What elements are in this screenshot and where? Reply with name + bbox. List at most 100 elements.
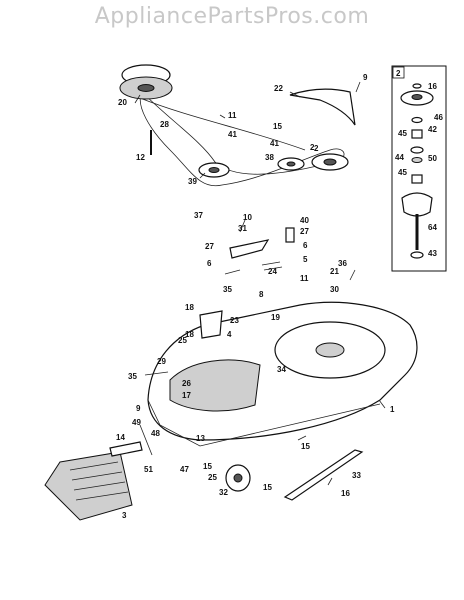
inset-label-box (392, 66, 405, 79)
callout-1: 1 (390, 405, 395, 414)
callout-36: 36 (338, 259, 347, 268)
callout-27: 27 (205, 242, 214, 251)
callout-43: 43 (428, 249, 437, 258)
inset-housing (401, 192, 433, 217)
clutch-hub (137, 84, 155, 92)
inset-bearing-bottom (411, 174, 423, 184)
drive-belt (140, 91, 345, 187)
callout-22: 22 (274, 84, 283, 93)
deck-chute-area (169, 359, 261, 412)
callout-47: 47 (180, 465, 189, 474)
callout-9: 9 (363, 73, 368, 82)
callout-24: 24 (268, 267, 277, 276)
callout-38: 38 (265, 153, 274, 162)
callout-6: 6 (207, 259, 212, 268)
inset-bearing-top (411, 129, 423, 139)
callout-21: 21 (330, 267, 339, 276)
callout-15-c: 15 (203, 462, 212, 471)
callout-41-b: 41 (270, 139, 279, 148)
callout-32: 32 (219, 488, 228, 497)
callout-14: 14 (116, 433, 125, 442)
callout-49: 49 (132, 418, 141, 427)
spacer-5 (285, 227, 295, 243)
callout-34: 34 (277, 365, 286, 374)
inset-label: 2 (396, 69, 401, 78)
callout-25: 25 (178, 336, 187, 345)
callout-16: 16 (428, 82, 437, 91)
callout-15-d: 15 (263, 483, 272, 492)
watermark-title: AppliancePartsPros.com (94, 4, 370, 29)
callout-18: 18 (185, 303, 194, 312)
inset-nut (412, 83, 422, 89)
deck-skirt (147, 399, 381, 447)
callout-4: 4 (227, 330, 232, 339)
callout-42: 42 (428, 125, 437, 134)
leader-lines (134, 81, 386, 486)
idler-hub-38 (286, 161, 296, 167)
callout-39: 39 (188, 177, 197, 186)
callout-40: 40 (300, 216, 309, 225)
callout-11: 11 (228, 111, 237, 120)
belt-strand (139, 97, 306, 151)
callout-18-b: 18 (185, 330, 194, 339)
callout-5: 5 (303, 255, 308, 264)
discharge-chute-3 (44, 451, 133, 521)
callout-17: 17 (182, 391, 191, 400)
callout-16-b: 16 (341, 489, 350, 498)
callout-30: 30 (330, 285, 339, 294)
chute-ribs (69, 461, 129, 501)
callout-23: 23 (230, 316, 239, 325)
callout-33: 33 (352, 471, 361, 480)
callout-2-b: 2 (310, 143, 315, 152)
inset-spacer-2 (411, 157, 423, 163)
callout-31: 31 (238, 224, 247, 233)
callout-35-b: 35 (128, 372, 137, 381)
callout-29: 29 (157, 357, 166, 366)
callout-9-b: 9 (136, 404, 141, 413)
mower-blade-33 (283, 449, 364, 501)
callout-28: 28 (160, 120, 169, 129)
callout-26: 26 (182, 379, 191, 388)
wheel-hub (233, 473, 243, 483)
callout-15-b: 15 (301, 442, 310, 451)
callout-48: 48 (151, 429, 160, 438)
callout-50: 50 (428, 154, 437, 163)
callout-11-b: 11 (300, 274, 309, 283)
callout-25-b: 25 (208, 473, 217, 482)
callout-12: 12 (136, 153, 145, 162)
deck-blade-well (274, 321, 386, 379)
callout-64: 64 (428, 223, 437, 232)
callout-35: 35 (223, 285, 232, 294)
callout-46: 46 (434, 113, 443, 122)
callout-27-b: 27 (300, 227, 309, 236)
rod-35 (144, 371, 169, 376)
rod-49 (139, 424, 153, 456)
inset-washer (411, 116, 423, 124)
spindle-hub (323, 158, 337, 166)
callout-44: 44 (395, 153, 404, 162)
idler-hub-39 (208, 167, 220, 173)
callout-20: 20 (118, 98, 127, 107)
callout-51: 51 (144, 465, 153, 474)
inset-spacer (410, 146, 424, 154)
spring-24 (261, 261, 283, 271)
callout-6-b: 6 (303, 241, 308, 250)
callout-15: 15 (273, 122, 282, 131)
bracket-23 (199, 310, 223, 339)
callout-19: 19 (271, 313, 280, 322)
callout-45-b: 45 (398, 168, 407, 177)
belt-guard-22 (289, 88, 356, 126)
callout-41: 41 (228, 130, 237, 139)
inset-shaft-end (410, 251, 424, 259)
inset-pulley-hub (411, 94, 423, 100)
chute-bracket-14 (109, 441, 143, 457)
idler-arm-6 (229, 239, 270, 259)
callout-8: 8 (259, 290, 264, 299)
callout-3: 3 (122, 511, 127, 520)
callout-2: 2 (314, 144, 319, 153)
deck-spindle-mount (315, 342, 345, 358)
callout-45: 45 (398, 129, 407, 138)
callout-13: 13 (196, 434, 205, 443)
callout-10: 10 (243, 213, 252, 222)
